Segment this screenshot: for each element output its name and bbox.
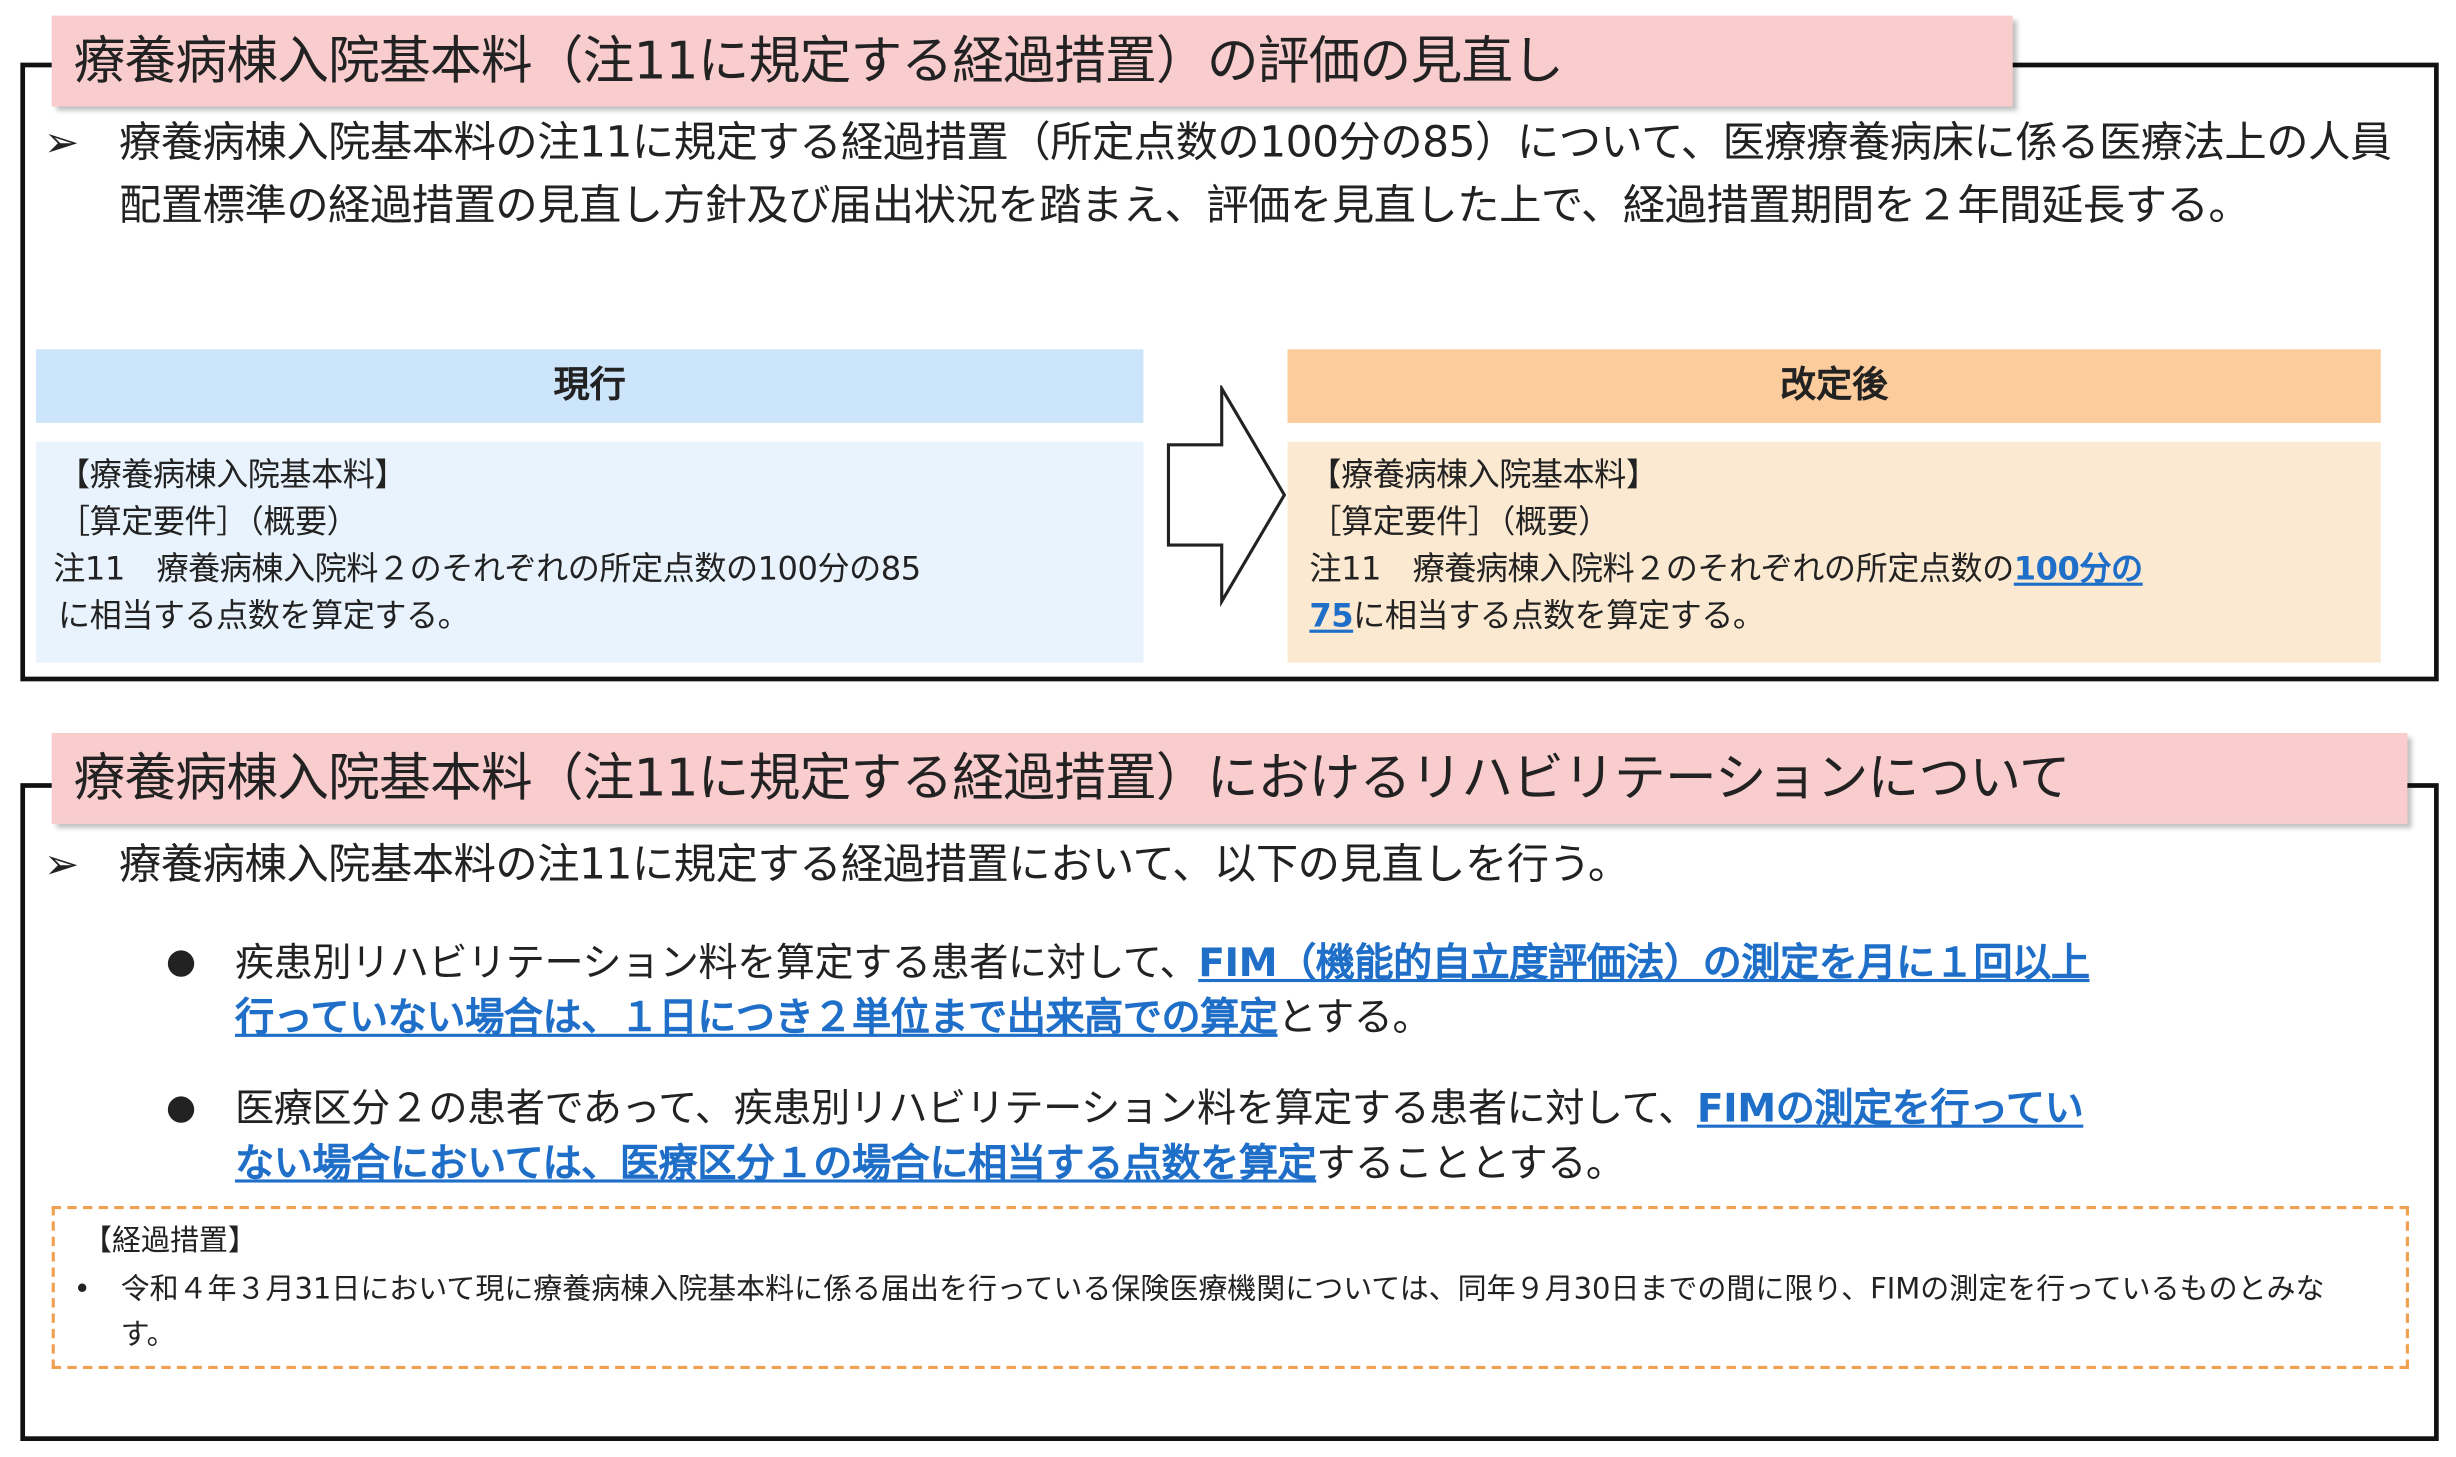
bullet-highlight: FIM（機能的自立度評価法）の測定を月に１回以上 (1198, 939, 2090, 986)
revised-header: 改定後 (1287, 349, 2381, 423)
bullet-highlight: FIMの測定を行ってい (1696, 1085, 2084, 1131)
bullet-item: ● 疾患別リハビリテーション料を算定する患者に対して、FIM（機能的自立度評価法… (166, 935, 2420, 1045)
current-line: 【療養病棟入院基本料】 (57, 455, 407, 494)
note-text: 令和４年３月31日において現に療養病棟入院基本料に係る届出を行っている保険医療機… (120, 1273, 2325, 1352)
section1-lead: ➢ 療養病棟入院基本料の注11に規定する経過措置（所定点数の100分の85）につ… (44, 113, 2414, 237)
arrow-bullet-icon: ➢ (43, 119, 79, 168)
revised-highlight: 75 (1309, 596, 1354, 635)
revised-text: 注11 療養病棟入院料２のそれぞれの所定点数の (1309, 549, 2014, 588)
revised-highlight: 100分の (2013, 549, 2143, 588)
revised-line: ［算定要件］（概要） (1309, 502, 1610, 541)
bullet-text: 疾患別リハビリテーション料を算定する患者に対して、 (234, 939, 1199, 986)
bullet-text: することとする。 (1316, 1140, 1625, 1186)
revised-line: 【療養病棟入院基本料】 (1309, 455, 1658, 494)
section1-lead-text: 療養病棟入院基本料の注11に規定する経過措置（所定点数の100分の85）について… (119, 119, 2392, 230)
current-line: 注11 療養病棟入院料２のそれぞれの所定点数の100分の85 (53, 549, 921, 588)
bullet-dot-icon: ● (166, 1088, 196, 1128)
bullet-text: 医療区分２の患者であって、疾患別リハビリテーション料を算定する患者に対して、 (234, 1085, 1697, 1131)
section2-lead: ➢ 療養病棟入院基本料の注11に規定する経過措置において、以下の見直しを行う。 (44, 835, 2414, 897)
current-header: 現行 (36, 349, 1144, 423)
bullet-text: とする。 (1277, 994, 1432, 1041)
transition-note-box: 【経過措置】 • 令和４年３月31日において現に療養病棟入院基本料に係る届出を行… (51, 1206, 2409, 1369)
revised-text: に相当する点数を算定する。 (1353, 596, 1765, 635)
current-line: ［算定要件］（概要） (57, 502, 359, 541)
bullet-dot-icon: ● (166, 942, 196, 983)
section2-title: 療養病棟入院基本料（注11に規定する経過措置）におけるリハビリテーションについて (51, 733, 2408, 824)
section2-lead-text: 療養病棟入院基本料の注11に規定する経過措置において、以下の見直しを行う。 (119, 841, 1630, 890)
section2-box (20, 783, 2439, 1441)
bullet-item: ● 医療区分２の患者であって、疾患別リハビリテーション料を算定する患者に対して、… (166, 1081, 2420, 1191)
revised-line: 75に相当する点数を算定する。 (1309, 592, 2358, 639)
note-bullet-icon: • (73, 1273, 91, 1307)
current-line: に相当する点数を算定する。 (57, 596, 470, 635)
arrow-bullet-icon: ➢ (43, 841, 79, 890)
revised-body: 【療養病棟入院基本料】 ［算定要件］（概要） 注11 療養病棟入院料２のそれぞれ… (1287, 441, 2381, 663)
bullet-highlight: 行っていない場合は、１日につき２単位まで出来高での算定 (234, 994, 1278, 1041)
current-body: 【療養病棟入院基本料】 ［算定要件］（概要） 注11 療養病棟入院料２のそれぞれ… (36, 441, 1144, 663)
bullet-highlight: ない場合においては、医療区分１の場合に相当する点数を算定 (234, 1140, 1317, 1186)
section1-title: 療養病棟入院基本料（注11に規定する経過措置）の評価の見直し (51, 15, 2013, 107)
revised-line: 注11 療養病棟入院料２のそれぞれの所定点数の100分の (1309, 545, 2358, 592)
note-title: 【経過措置】 (83, 1224, 257, 1258)
right-arrow-icon (1166, 385, 1287, 608)
